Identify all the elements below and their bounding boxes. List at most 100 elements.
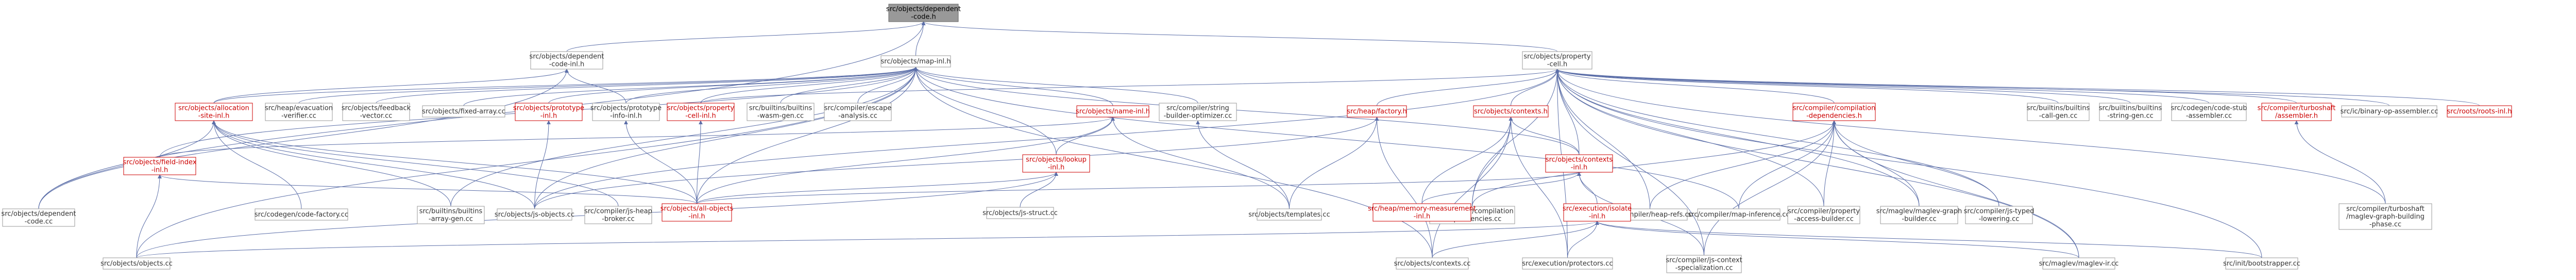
graph-node[interactable]: src/objects/property-cell.h	[1522, 51, 1592, 70]
graph-node[interactable]: src/builtins/builtins-array-gen.cc	[417, 206, 485, 224]
graph-node[interactable]: src/compiler/property-access-builder.cc	[1787, 206, 1860, 224]
node-label: -broker.cc	[602, 216, 635, 223]
graph-edge	[1823, 120, 1836, 207]
graph-node[interactable]: src/objects/lookup-inl.h	[1022, 154, 1090, 173]
node-box	[824, 103, 892, 121]
node-box	[888, 4, 959, 22]
graph-node[interactable]: src/objects/contexts.cc	[1394, 257, 1471, 270]
graph-node[interactable]: src/maglev/maglev-graph-builder.cc	[1876, 206, 1962, 224]
graph-edge	[1555, 69, 2079, 258]
graph-edge	[212, 120, 535, 209]
graph-node[interactable]: src/objects/all-objects-inl.h	[660, 203, 734, 222]
node-box	[2099, 103, 2162, 121]
graph-edge	[916, 21, 926, 56]
graph-node[interactable]: src/heap/factory.h	[1347, 105, 1407, 118]
node-label: src/objects/dependent	[886, 6, 961, 13]
graph-edge	[136, 221, 1599, 258]
graph-node[interactable]: src/roots/roots-inl.h	[2447, 105, 2512, 118]
graph-node[interactable]: src/compiler/string-builder-optimizer.cc	[1159, 103, 1237, 121]
node-label: src/objects/property	[1523, 53, 1591, 61]
graph-edge	[1421, 172, 1581, 204]
graph-node[interactable]: src/init/bootstrapper.cc	[2223, 257, 2300, 270]
graph-edge	[1111, 117, 1290, 209]
graph-node[interactable]: src/builtins/builtins-string-gen.cc	[2099, 103, 2162, 121]
graph-edge	[1432, 221, 1599, 258]
graph-node[interactable]: src/execution/protectors.cc	[1522, 257, 1613, 270]
graph-node[interactable]: src/compiler/turboshaft/assembler.h	[2258, 103, 2336, 121]
graph-edge	[1555, 69, 1920, 207]
node-label: -inl.h	[1571, 164, 1588, 172]
graph-node[interactable]: src/objects/prototype-info-inl.h	[590, 103, 662, 121]
graph-edge	[565, 69, 626, 104]
graph-node[interactable]: src/compiler/compilation-dependencies.h	[1792, 103, 1876, 121]
node-label: -builder-optimizer.cc	[1164, 112, 1232, 120]
graph-node[interactable]: src/objects/dependent-code-inl.h	[530, 51, 604, 70]
graph-node[interactable]: src/codegen/code-stub-assembler.cc	[2171, 103, 2247, 121]
graph-edge	[213, 67, 918, 104]
graph-edge	[697, 67, 918, 204]
graph-edge	[1511, 69, 1560, 106]
graph-node[interactable]: src/ic/binary-op-assembler.cc	[2341, 105, 2438, 118]
graph-node[interactable]: src/objects/objects.cc	[100, 257, 173, 270]
graph-node[interactable]: src/objects/contexts.h	[1473, 105, 1549, 118]
graph-node[interactable]: src/objects/contexts-inl.h	[1545, 154, 1613, 173]
graph-edge	[1832, 120, 1999, 207]
graph-node[interactable]: src/compiler/turboshaft/maglev-graph-bui…	[2338, 203, 2432, 230]
node-label: src/compiler/turboshaft	[2258, 105, 2336, 112]
graph-edge	[212, 120, 619, 207]
node-label: src/objects/templates.cc	[1248, 211, 1330, 219]
graph-edge	[1595, 221, 2079, 258]
graph-edge	[1555, 69, 1650, 209]
node-label: -vector.cc	[360, 112, 393, 120]
graph-node[interactable]: src/codegen/code-factory.cc	[255, 208, 348, 221]
graph-node[interactable]: src/maglev/maglev-ir.cc	[2039, 257, 2119, 270]
node-label: -verifier.cc	[281, 112, 316, 120]
node-box	[592, 103, 660, 121]
graph-node[interactable]: src/objects/field-index-inl.h	[123, 157, 197, 175]
node-box	[265, 103, 333, 121]
graph-node[interactable]: src/objects/js-struct.cc	[982, 207, 1058, 219]
graph-node[interactable]: src/heap/memory-measurement-inl.h	[1368, 203, 1476, 222]
graph-node[interactable]: src/heap/evacuation-verifier.cc	[265, 103, 333, 121]
graph-node[interactable]: src/objects/allocation-site-inl.h	[175, 103, 253, 121]
node-label: -array-gen.cc	[429, 216, 473, 223]
graph-node[interactable]: src/execution/isolate-inl.h	[1563, 203, 1632, 222]
graph-node[interactable]: src/objects/js-objects.cc	[495, 208, 574, 221]
graph-node[interactable]: src/objects/property-cell-inl.h	[667, 103, 735, 121]
node-box	[530, 51, 603, 70]
graph-edge	[212, 120, 697, 204]
node-label: src/objects/property	[667, 105, 735, 112]
graph-edge	[697, 120, 703, 204]
node-label: -inl.h	[151, 167, 168, 174]
graph-edge	[1472, 69, 1560, 207]
node-label: src/objects/field-index	[123, 159, 197, 167]
graph-edge	[780, 67, 918, 104]
node-box	[1787, 206, 1860, 224]
graph-node[interactable]: src/objects/fixed-array.cc	[422, 105, 505, 118]
node-box	[1396, 257, 1469, 270]
graph-node[interactable]: src/builtins/builtins-call-gen.cc	[2027, 103, 2090, 121]
graph-edge	[700, 69, 1560, 104]
graph-node[interactable]: src/compiler/escape-analysis.cc	[824, 103, 892, 121]
graph-node[interactable]: src/objects/prototype-inl.h	[513, 103, 584, 121]
graph-edge	[548, 67, 918, 104]
graph-node[interactable]: src/objects/templates.cc	[1248, 208, 1330, 221]
graph-node[interactable]: src/compiler/js-context-specialization.c…	[1666, 255, 1742, 273]
graph-edge	[1595, 221, 2262, 258]
graph-node[interactable]: src/objects/feedback-vector.cc	[342, 103, 411, 121]
node-label: src/objects/feedback	[342, 105, 411, 112]
node-label: src/compiler/js-typed	[1964, 208, 2035, 216]
graph-node[interactable]: src/objects/dependent-code.cc	[2, 208, 76, 227]
graph-node[interactable]: src/objects/name-inl.h	[1076, 105, 1150, 118]
graph-node[interactable]: src/compiler/js-typed-lowering.cc	[1964, 206, 2035, 224]
node-label: src/builtins/builtins	[2027, 105, 2090, 112]
graph-node[interactable]: src/compiler/js-heap-broker.cc	[584, 206, 652, 224]
graph-node[interactable]: src/builtins/builtins-wasm-gen.cc	[747, 103, 815, 121]
graph-edge	[450, 67, 918, 207]
node-box	[880, 55, 951, 68]
graph-node[interactable]: src/objects/map-inl.h	[880, 55, 951, 68]
graph-node[interactable]: src/objects/dependent-code.h	[886, 4, 961, 22]
graph-node[interactable]: src/compiler/map-inference.cc	[1688, 208, 1790, 221]
node-box	[1473, 105, 1549, 118]
